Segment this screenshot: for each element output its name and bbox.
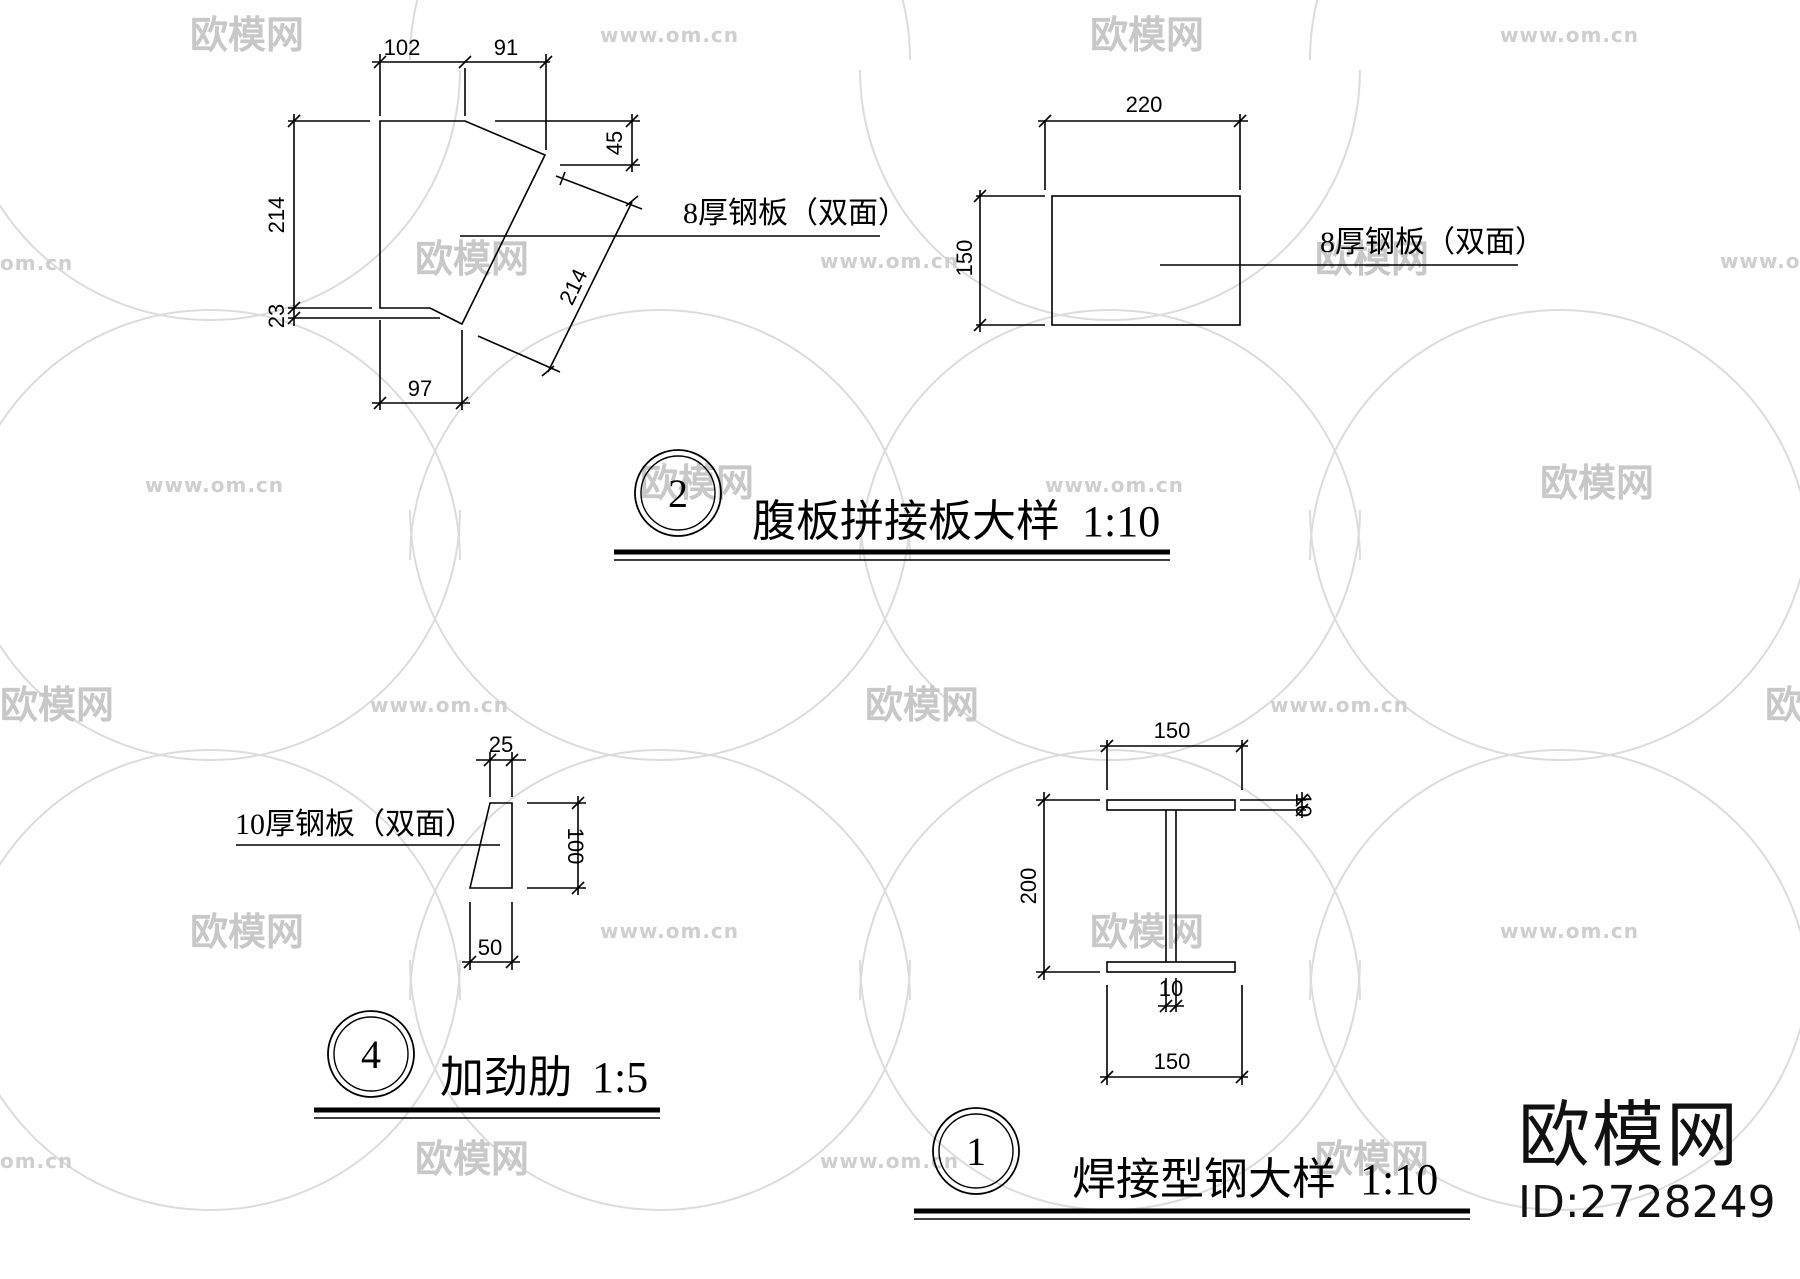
brand-name: 欧模网 xyxy=(1518,1093,1741,1177)
detail-number: 2 xyxy=(668,471,688,516)
plate-outline xyxy=(1051,195,1241,326)
dim-slant: 214 xyxy=(554,265,593,309)
detail-title: 腹板拼接板大样 xyxy=(752,497,1060,546)
detail-title: 加劲肋 xyxy=(440,1053,572,1102)
dim-web-thickness: 10 xyxy=(1159,976,1183,1001)
watermark-brand: 欧模网 xyxy=(0,683,114,727)
dim-bottom-width: 150 xyxy=(1154,1049,1191,1074)
dim-height: 214 xyxy=(264,197,289,234)
detail-2-left-labels: 102 91 45 214 23 97 214 8厚钢板（双面） xyxy=(264,35,908,401)
dim-top-b: 91 xyxy=(494,35,518,60)
watermark-url: www.om.cn xyxy=(820,249,959,273)
dim-bottom-width: 97 xyxy=(408,376,432,401)
dim-flange-thickness: 10 xyxy=(1291,793,1316,817)
dim-height: 200 xyxy=(1016,868,1041,905)
watermark-brand: 欧模网 xyxy=(415,1137,529,1181)
watermark-url: www.om.cn xyxy=(600,919,739,943)
dim-right-top: 45 xyxy=(602,131,627,155)
dim-bottom: 50 xyxy=(478,935,502,960)
watermark-texts: 欧模网 www.om.cn 欧模网 www.om.cn om.cn 欧模网 ww… xyxy=(0,13,1800,1181)
dim-height: 100 xyxy=(563,828,588,865)
detail-4-title-block: 4 加劲肋 1:5 xyxy=(314,1010,660,1119)
plate-outline xyxy=(379,120,547,326)
dim-top-a: 102 xyxy=(384,35,421,60)
watermark-brand: 欧模网 xyxy=(190,13,304,57)
dim-top: 25 xyxy=(489,732,513,757)
detail-2-title-block: 2 腹板拼接板大样 1:10 xyxy=(614,449,1170,561)
watermark-url: om.cn xyxy=(0,1149,73,1173)
dim-top-width: 150 xyxy=(1154,718,1191,743)
watermark-url: www.om.cn xyxy=(370,693,509,717)
brand-id: ID:2728249 xyxy=(1518,1177,1776,1228)
detail-4-labels: 25 100 50 10厚钢板（双面） xyxy=(235,732,588,960)
watermark-url: www.om.cn xyxy=(820,1149,959,1173)
watermark-url: om.cn xyxy=(0,251,73,275)
watermark-brand: 欧模网 xyxy=(865,683,979,727)
watermark-brand: 欧模网 xyxy=(1540,461,1654,505)
watermark-url: www.om.cn xyxy=(600,23,739,47)
detail-1-title-block: 1 焊接型钢大样 1:10 xyxy=(914,1107,1470,1220)
detail-4-stiffener xyxy=(236,752,586,970)
brand-block: 欧模网 ID:2728249 xyxy=(1518,1095,1788,1235)
watermark-url: www.om.cn xyxy=(1500,919,1639,943)
detail-number: 4 xyxy=(361,1032,381,1077)
detail-scale: 1:10 xyxy=(1360,1155,1438,1204)
note-stiffener: 10厚钢板（双面） xyxy=(235,808,475,841)
dim-height: 150 xyxy=(952,240,977,277)
watermark-url: www.om.cn xyxy=(1500,23,1639,47)
detail-1-welded-section xyxy=(1036,739,1309,1085)
note-right-plate: 8厚钢板（双面） xyxy=(1320,226,1545,259)
watermark-brand: 欧模网 xyxy=(1315,237,1429,281)
watermark-url: www.om.cn xyxy=(145,473,284,497)
watermark-brand: 欧模网 xyxy=(1765,683,1800,727)
watermark-url: www.om.cn xyxy=(1720,249,1800,273)
detail-number: 1 xyxy=(966,1129,986,1174)
dim-bottom-offset: 23 xyxy=(264,304,289,328)
detail-2-left-plate xyxy=(287,54,880,410)
detail-2-right-labels: 220 150 8厚钢板（双面） xyxy=(952,92,1545,276)
watermark-brand: 欧模网 xyxy=(1315,1137,1429,1181)
watermark-brand: 欧模网 xyxy=(190,910,304,954)
note-left-plate: 8厚钢板（双面） xyxy=(683,197,908,230)
detail-2-right-plate xyxy=(973,114,1518,332)
watermark-brand: 欧模网 xyxy=(1090,910,1204,954)
watermark-brand: 欧模网 xyxy=(1090,13,1204,57)
dim-width: 220 xyxy=(1126,92,1163,117)
detail-1-labels: 150 10 200 10 150 xyxy=(1016,718,1316,1074)
watermark-arcs xyxy=(0,0,1800,1211)
watermark-url: www.om.cn xyxy=(1270,693,1409,717)
detail-title: 焊接型钢大样 xyxy=(1072,1155,1336,1204)
watermark-brand: 欧模网 xyxy=(415,237,529,281)
detail-scale: 1:10 xyxy=(1082,497,1160,546)
detail-scale: 1:5 xyxy=(592,1053,648,1102)
stiffener-outline xyxy=(468,802,513,889)
watermark-url: www.om.cn xyxy=(1045,473,1184,497)
watermark-brand: 欧模网 xyxy=(640,461,754,505)
